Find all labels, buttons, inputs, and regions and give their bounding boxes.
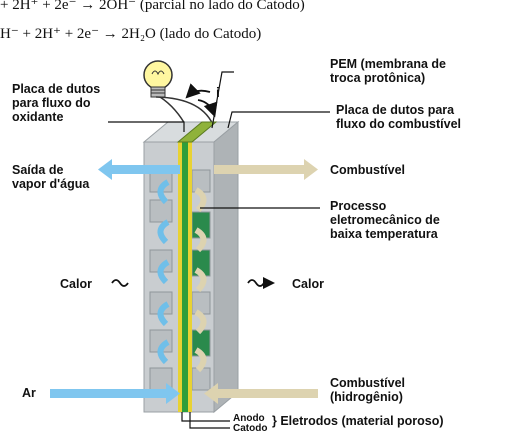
label-catodo: Catodo [233,423,268,434]
label-anodo: Anodo [233,413,265,424]
label-placa-combustivel: Placa de dutos para fluxo do combustível [336,103,462,131]
arrow-ar [50,383,180,404]
current-arrow [197,99,218,118]
membrane [182,142,188,412]
cathode-layer [188,142,192,412]
label-eletrodos: } Eletrodos (material poroso) [272,414,444,428]
heat-wave-left-icon [111,279,129,287]
label-current: i [216,84,220,100]
arrow-combustivel-bottom [204,383,318,404]
heat-wave-right-icon [247,279,265,287]
anode-layer [178,142,182,412]
label-combustivel-bottom: Combustível (hidrogênio) [330,376,406,404]
label-combustivel-top: Combustível [330,163,406,177]
label-processo: Processo eletromecânico de baixa tempera… [330,199,440,241]
arrow-combustivel-top [214,159,318,180]
label-saida-vapor: Saída de vapor d'água [12,163,90,191]
leader-lines [108,71,330,429]
equation-second: H⁻ + 2H⁺ + 2e⁻ → 2H₂O (lado do Catodo) [0,26,262,42]
equation-top: + 2H⁺ + 2e⁻ → 2OH⁻ (parcial no lado do C… [0,0,305,13]
flow-curls [157,179,207,373]
light-bulb-icon [143,60,173,98]
label-calor-left: Calor [60,277,92,291]
current-arrow-2 [185,83,211,99]
label-calor-right: Calor [292,277,324,291]
label-ar: Ar [22,386,36,400]
label-pem: PEM (membrana de troca protônica) [330,57,447,85]
membrane-top [176,121,218,143]
label-placa-oxidante: Placa de dutos para fluxo do oxidante [12,82,101,124]
arrow-saida-vapor [98,159,180,180]
